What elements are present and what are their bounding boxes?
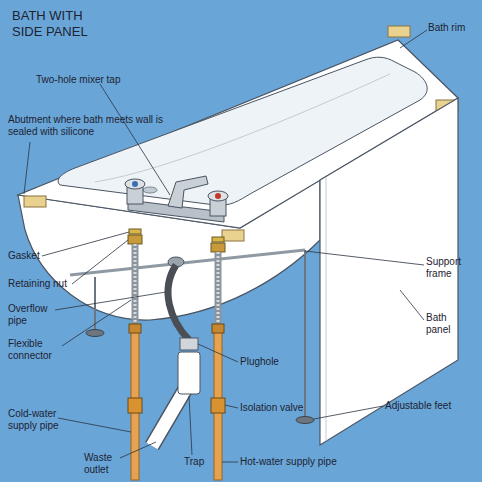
gasket — [212, 237, 224, 242]
overflow-pipe — [168, 265, 189, 340]
flexible-connector — [215, 252, 222, 328]
part-label: Abutment where bath meets wall is sealed… — [8, 114, 186, 137]
leader-line — [42, 232, 129, 256]
part-label: Two-hole mixer tap — [36, 74, 146, 86]
braid — [134, 244, 137, 328]
leader-line — [24, 142, 30, 194]
leader-line — [72, 240, 128, 284]
leader-line — [222, 462, 238, 463]
part-label: Isolation valve — [240, 402, 330, 414]
part-label: Bath rim — [428, 22, 480, 34]
braid — [217, 252, 220, 328]
part-label: Gasket — [8, 250, 68, 262]
leader-line — [58, 418, 131, 432]
basin-drain — [143, 187, 157, 193]
leader-line — [62, 300, 131, 346]
leader-line — [400, 290, 424, 320]
waste-fitting — [180, 338, 198, 350]
wood-block — [388, 26, 410, 37]
waste-pipe — [152, 388, 186, 446]
part-label: Retaining nut — [8, 278, 78, 290]
compression-nut — [212, 324, 224, 333]
part-label: Cold-water supply pipe — [8, 408, 64, 431]
part-label: Waste outlet — [84, 452, 124, 475]
foot-thread — [304, 250, 306, 417]
isolation-valve — [128, 398, 142, 413]
wood-block — [24, 196, 46, 207]
gasket — [129, 229, 141, 234]
leader-line — [100, 84, 170, 195]
hot-indicator — [215, 193, 221, 199]
retaining-nut — [128, 235, 142, 244]
leader-line — [305, 251, 424, 265]
adjustable-foot — [296, 417, 314, 424]
isolation-valve — [211, 398, 225, 413]
waste-pipe-outline — [152, 388, 186, 446]
trap — [178, 352, 200, 394]
part-label: Adjustable feet — [385, 400, 477, 412]
diagram-title: BATH WITH SIDE PANEL — [12, 8, 102, 39]
leader-line — [198, 344, 238, 362]
support-frame — [70, 250, 305, 275]
part-label: Support frame — [426, 256, 478, 279]
tap-spout — [168, 176, 208, 208]
flexible-connector — [132, 244, 139, 328]
leader-line — [400, 30, 427, 48]
leader-line — [55, 292, 166, 310]
leader-line — [189, 396, 192, 455]
cold-indicator — [132, 181, 138, 187]
part-label: Trap — [184, 456, 214, 468]
part-label: Bath panel — [426, 312, 472, 335]
part-label: Overflow pipe — [8, 303, 58, 326]
handle-cap — [125, 179, 145, 189]
leader-line — [120, 442, 156, 458]
part-label: Plughole — [240, 356, 310, 368]
wood-block — [222, 230, 244, 241]
leader-line — [225, 405, 238, 408]
part-label: Flexible connector — [8, 338, 68, 361]
leader-line — [314, 406, 383, 419]
handle-cap — [208, 191, 228, 201]
retaining-nut — [211, 243, 225, 252]
compression-nut — [129, 324, 141, 333]
part-label: Hot-water supply pipe — [240, 456, 370, 468]
adjustable-foot — [86, 330, 104, 337]
panel-edge — [326, 177, 327, 441]
